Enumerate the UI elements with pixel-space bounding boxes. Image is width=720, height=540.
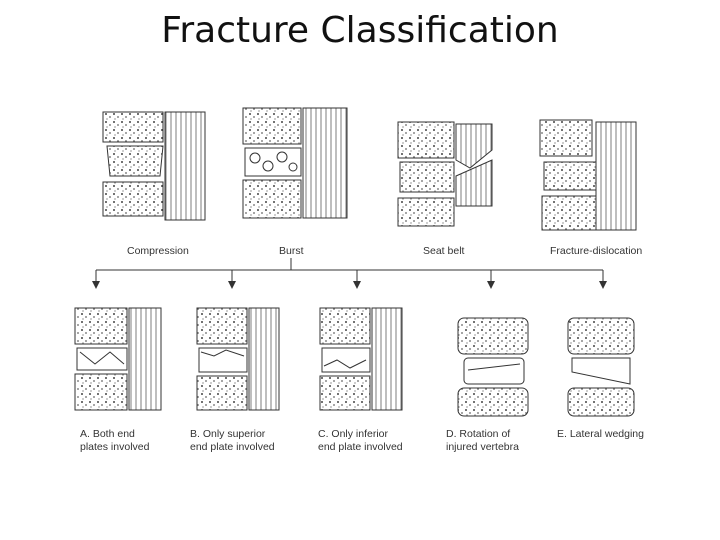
illustration-lateral-wedging	[567, 317, 635, 417]
label-compression: Compression	[127, 245, 189, 257]
illustration-inferior-end-plate	[319, 307, 403, 411]
label-both-end-plates: A. Both end plates involved	[80, 428, 150, 453]
illustration-fracture-dislocation	[539, 119, 637, 231]
label-superior-end-plate: B. Only superior end plate involved	[190, 428, 275, 453]
illustration-burst	[242, 107, 348, 219]
illustration-both-end-plates	[74, 307, 162, 411]
label-inferior-end-plate: C. Only inferior end plate involved	[318, 428, 403, 453]
illustration-seat-belt	[397, 121, 493, 227]
slide-title: Fracture Classification	[161, 10, 559, 51]
illustration-rotation	[457, 317, 529, 417]
classification-connectors	[92, 258, 607, 289]
illustration-compression	[102, 111, 206, 221]
label-rotation: D. Rotation of injured vertebra	[446, 428, 519, 453]
label-seat-belt: Seat belt	[423, 245, 465, 257]
illustration-superior-end-plate	[196, 307, 280, 411]
label-burst: Burst	[279, 245, 304, 257]
label-lateral-wedging: E. Lateral wedging	[557, 428, 644, 440]
label-fracture-dislocation: Fracture-dislocation	[550, 245, 643, 257]
